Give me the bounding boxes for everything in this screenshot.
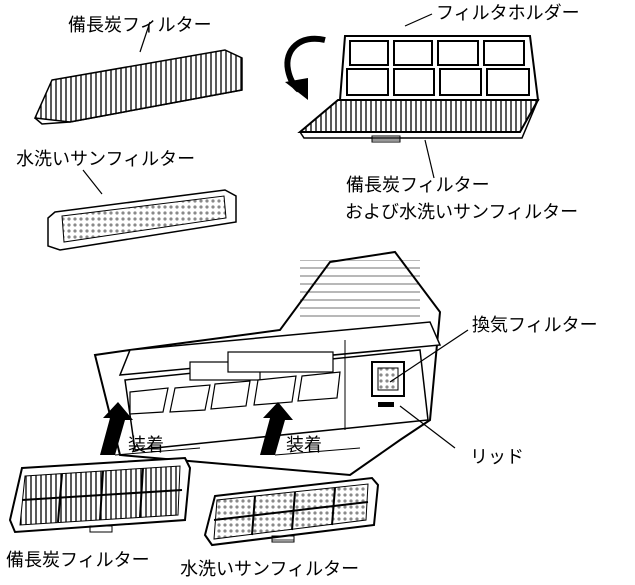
label-ventilation-filter: 換気フィルター bbox=[472, 315, 598, 336]
washable-sun-filter-illustration-bottom bbox=[203, 476, 380, 547]
label-washable-sun-filter-top: 水洗いサンフィルター bbox=[16, 149, 196, 170]
label-combined-line2: および水洗いサンフィルター bbox=[345, 202, 579, 223]
install-arrow-right bbox=[260, 402, 361, 456]
label-filter-holder: フィルタホルダー bbox=[436, 3, 580, 24]
filter-holder-illustration bbox=[284, 13, 540, 179]
label-combined-line1: 備長炭フィルター bbox=[346, 175, 490, 196]
install-arrow-left bbox=[100, 402, 201, 456]
binchotan-filter-illustration-top bbox=[33, 21, 243, 125]
label-install-right: 装着 bbox=[286, 435, 322, 456]
label-lid: リッド bbox=[470, 447, 524, 468]
air-conditioner-unit bbox=[93, 250, 469, 477]
washable-sun-filter-illustration-top bbox=[47, 169, 237, 251]
label-install-left: 装着 bbox=[128, 435, 164, 456]
binchotan-filter-illustration-bottom bbox=[8, 456, 192, 534]
label-binchotan-filter-top: 備長炭フィルター bbox=[68, 15, 212, 36]
label-washable-sun-filter-bottom: 水洗いサンフィルター bbox=[180, 559, 360, 580]
label-binchotan-filter-bottom: 備長炭フィルター bbox=[6, 550, 150, 571]
